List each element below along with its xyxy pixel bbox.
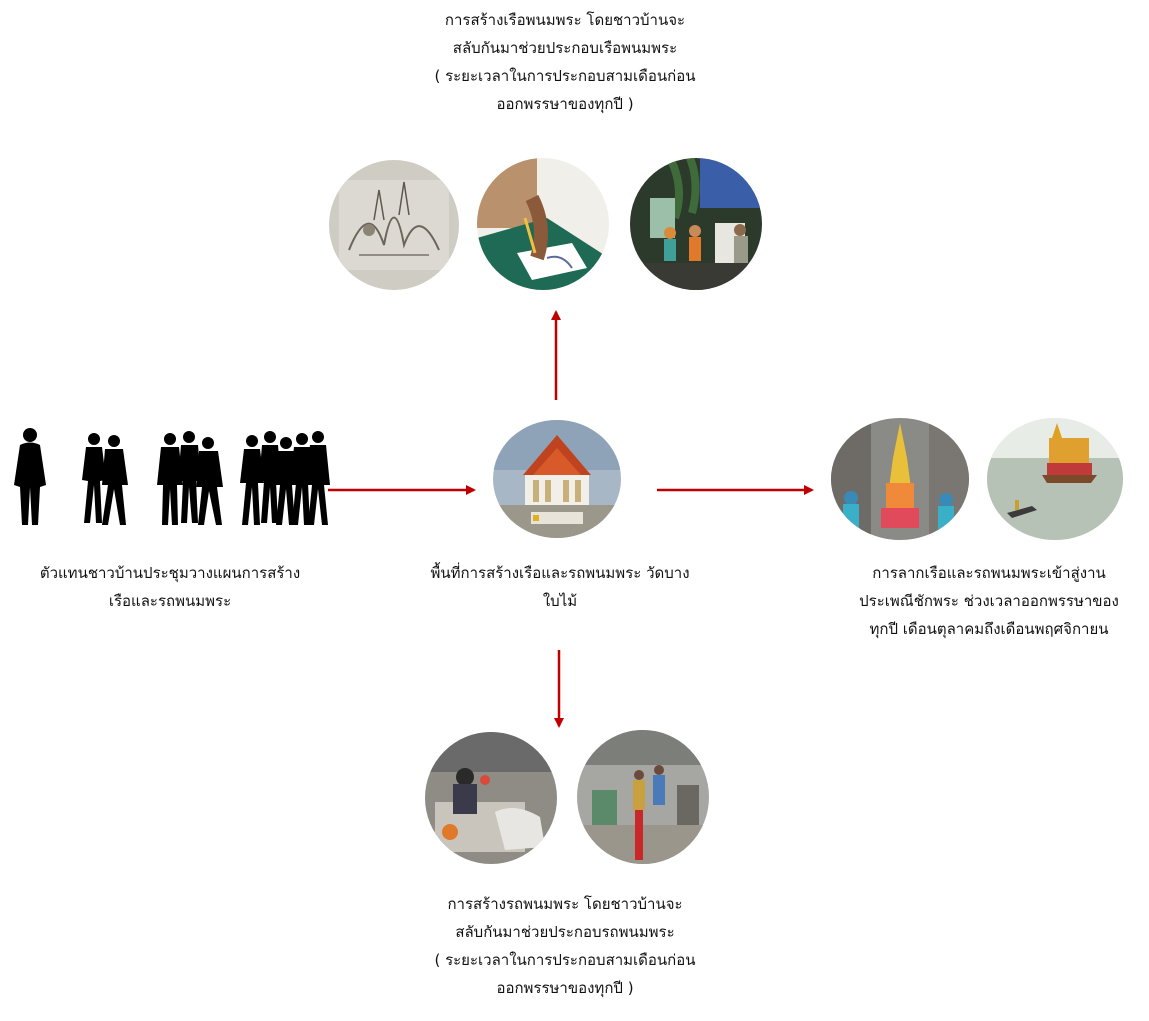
top-caption-line: ออกพรรษาของทุกปี ) (496, 95, 634, 113)
left-caption-line: เรือและรถพนมพระ (108, 592, 232, 610)
bottom-caption-line: การสร้างรถพนมพระ โดยชาวบ้านจะ (447, 895, 683, 913)
left-caption-line: ตัวแทนชาวบ้านประชุมวางแผนการสร้าง (39, 564, 301, 582)
river-boat-photo (987, 418, 1123, 540)
right-caption-line: ประเพณีชักพระ ช่วงเวลาออกพรรษาของ (859, 592, 1119, 610)
right-caption-line: ทุกปี เดือนตุลาคมถึงเดือนพฤศจิกายน (869, 620, 1109, 638)
left-caption: ตัวแทนชาวบ้านประชุมวางแผนการสร้าง เรือแล… (10, 559, 330, 615)
chariot-building-photo (425, 732, 557, 864)
chariot-workers-photo (577, 730, 709, 864)
center-caption: พื้นที่การสร้างเรือและรถพนมพระ วัดบาง ใบ… (395, 559, 725, 615)
boat-sketch-photo (329, 160, 459, 290)
bottom-caption: การสร้างรถพนมพระ โดยชาวบ้านจะ สลับกันมาช… (400, 890, 730, 1002)
right-caption: การลากเรือและรถพนมพระเข้าสู่งาน ประเพณีช… (833, 559, 1145, 643)
top-caption-line: ( ระยะเวลาในการประกอบสามเดือนก่อน (434, 67, 696, 85)
temple-photo (493, 420, 621, 538)
bottom-caption-line: สลับกันมาช่วยประกอบรถพนมพระ (455, 923, 675, 941)
bottom-caption-line: ( ระยะเวลาในการประกอบสามเดือนก่อน (434, 951, 696, 969)
procession-photo (831, 418, 969, 540)
villagers-silhouettes (14, 428, 330, 525)
top-caption: การสร้างเรือพนมพระ โดยชาวบ้านจะ สลับกันม… (400, 6, 730, 118)
top-caption-line: สลับกันมาช่วยประกอบเรือพนมพระ (452, 39, 678, 57)
center-caption-line: ใบไม้ (542, 592, 578, 610)
bottom-caption-line: ออกพรรษาของทุกปี ) (496, 979, 634, 997)
center-caption-line: พื้นที่การสร้างเรือและรถพนมพระ วัดบาง (430, 564, 690, 582)
top-caption-line: การสร้างเรือพนมพระ โดยชาวบ้านจะ (444, 11, 686, 29)
drawing-hands-photo (477, 158, 609, 290)
workshop-night-photo (630, 158, 762, 290)
right-caption-line: การลากเรือและรถพนมพระเข้าสู่งาน (872, 564, 1106, 582)
